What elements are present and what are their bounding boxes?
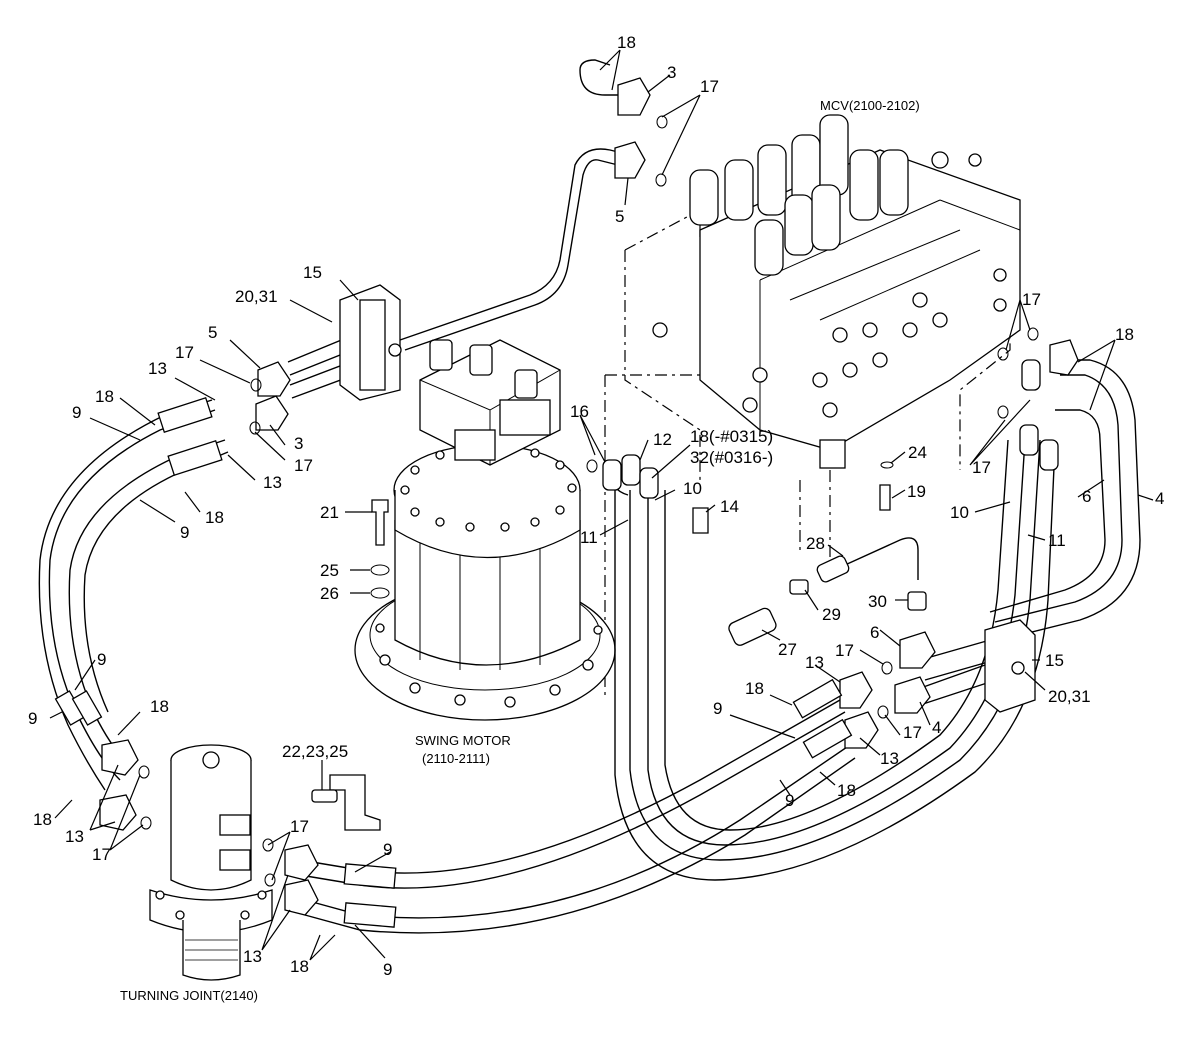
callout-27: 27 xyxy=(778,640,797,659)
callout-14: 14 xyxy=(720,497,739,516)
callout-10-mid: 10 xyxy=(683,479,702,498)
callout-11-right: 11 xyxy=(1048,531,1066,550)
callout-13-lowleft: 13 xyxy=(65,827,84,846)
callout-5-left: 5 xyxy=(208,323,217,342)
callout-21: 21 xyxy=(320,503,339,522)
mcv-assembly xyxy=(604,114,1021,700)
callout-16: 16 xyxy=(570,402,589,421)
callout-12: 12 xyxy=(653,430,672,449)
callout-18-right-1: 18 xyxy=(1115,325,1134,344)
piping xyxy=(38,59,1141,934)
callout-29: 29 xyxy=(822,605,841,624)
callout-17-low-2: 17 xyxy=(903,723,922,742)
callout-17-right-1: 17 xyxy=(1022,290,1041,309)
caption-swing-motor-code: (2110-2111) xyxy=(422,751,490,766)
callout-13-turning-joint: 13 xyxy=(243,947,262,966)
callout-4-low: 4 xyxy=(932,718,941,737)
callout-13-left-2: 13 xyxy=(263,473,282,492)
callout-6-low: 6 xyxy=(870,623,879,642)
callout-17-low: 17 xyxy=(835,641,854,660)
callout-25: 25 xyxy=(320,561,339,580)
callout-24: 24 xyxy=(908,443,927,462)
callout-18-left-1: 18 xyxy=(95,387,114,406)
callout-3-left: 3 xyxy=(294,434,303,453)
callout-9-low-1: 9 xyxy=(713,699,722,718)
callout-18-serial-0315: 18(-#0315) xyxy=(690,427,773,446)
callout-9-lowleft-2: 9 xyxy=(28,709,37,728)
swing-motor-assembly xyxy=(354,339,616,721)
callout-9-turning-joint-2: 9 xyxy=(383,960,392,979)
callouts: 18 3 17 5 15 20,31 5 17 13 18 9 3 17 13 … xyxy=(28,33,1164,979)
caption-turning-joint: TURNING JOINT(2140) xyxy=(120,988,258,1003)
callout-11-mid: 11 xyxy=(580,528,598,547)
callout-9-lowleft-1: 9 xyxy=(97,650,106,669)
callout-13-low-2: 13 xyxy=(880,749,899,768)
callout-4-right: 4 xyxy=(1155,489,1164,508)
callout-15-left: 15 xyxy=(303,263,322,282)
callout-17-mcv: 17 xyxy=(972,458,991,477)
callout-18-low-2: 18 xyxy=(837,781,856,800)
turning-joint-assembly xyxy=(149,744,273,981)
callout-13-left-1: 13 xyxy=(148,359,167,378)
callout-28: 28 xyxy=(806,534,825,553)
callout-22-23-25: 22,23,25 xyxy=(282,742,348,761)
callout-18-low-1: 18 xyxy=(745,679,764,698)
callout-19: 19 xyxy=(907,482,926,501)
callout-18-top: 18 xyxy=(617,33,636,52)
callout-9-low-2: 9 xyxy=(785,791,794,810)
callout-13-low-1: 13 xyxy=(805,653,824,672)
callout-5-top: 5 xyxy=(615,207,624,226)
leader-lines xyxy=(49,49,1154,961)
callout-17-turning-joint: 17 xyxy=(290,817,309,836)
callout-32-serial-0316: 32(#0316-) xyxy=(690,448,773,467)
callout-9-left-2: 9 xyxy=(180,523,189,542)
callout-15-right: 15 xyxy=(1045,651,1064,670)
callout-10-right: 10 xyxy=(950,503,969,522)
captions: MCV(2100-2102) SWING MOTOR (2110-2111) T… xyxy=(120,98,920,1003)
callout-17-lowleft: 17 xyxy=(92,845,111,864)
callout-6-right: 6 xyxy=(1082,487,1091,506)
callout-9-left-1: 9 xyxy=(72,403,81,422)
callout-18-lowleft-1: 18 xyxy=(150,697,169,716)
callout-17-left-2: 17 xyxy=(294,456,313,475)
callout-17-left-1: 17 xyxy=(175,343,194,362)
callout-26: 26 xyxy=(320,584,339,603)
callout-18-lowleft-2: 18 xyxy=(33,810,52,829)
callout-30: 30 xyxy=(868,592,887,611)
callout-18-turning-joint: 18 xyxy=(290,957,309,976)
caption-swing-motor: SWING MOTOR xyxy=(415,733,511,748)
callout-20-31-right: 20,31 xyxy=(1048,687,1091,706)
callout-20-31-left: 20,31 xyxy=(235,287,278,306)
callout-18-left-2: 18 xyxy=(205,508,224,527)
callout-9-turning-joint-1: 9 xyxy=(383,840,392,859)
callout-3-top: 3 xyxy=(667,63,676,82)
caption-mcv: MCV(2100-2102) xyxy=(820,98,920,113)
callout-17-top: 17 xyxy=(700,77,719,96)
